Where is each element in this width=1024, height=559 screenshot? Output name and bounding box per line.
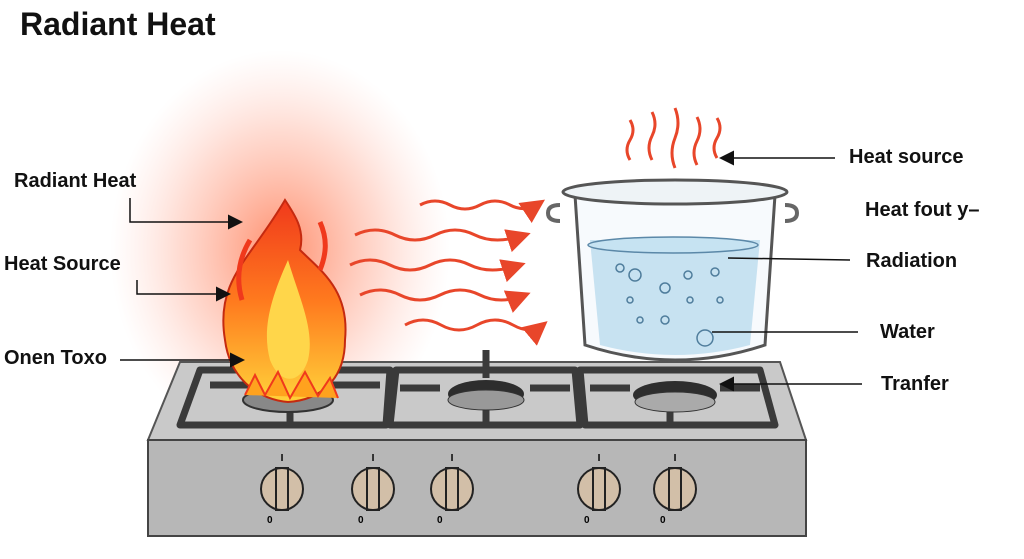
knob-on-mark: I <box>598 453 601 464</box>
label-heat-fout: Heat fout y– <box>865 199 980 221</box>
label-heat-source-left: Heat Source <box>4 253 121 275</box>
label-heat-source-right: Heat source <box>849 146 964 168</box>
knob-off-mark: 0 <box>437 515 443 526</box>
stove-knob[interactable]: I0 <box>351 453 395 526</box>
stove-knob[interactable]: I0 <box>577 453 621 526</box>
page-title: Radiant Heat <box>20 6 216 42</box>
stove-knob[interactable]: I0 <box>260 453 304 526</box>
knob-on-mark: I <box>451 453 454 464</box>
label-water: Water <box>880 321 935 343</box>
knob-off-mark: 0 <box>267 515 273 526</box>
pot <box>545 178 800 362</box>
label-onen-toxo: Onen Toxo <box>4 347 107 369</box>
knob-on-mark: I <box>281 453 284 464</box>
knob-on-mark: I <box>674 453 677 464</box>
label-radiant-heat: Radiant Heat <box>14 170 137 192</box>
stove-knob[interactable]: I0 <box>653 453 697 526</box>
knob-off-mark: 0 <box>584 515 590 526</box>
knob-off-mark: 0 <box>358 515 364 526</box>
radiation-waves <box>349 199 548 346</box>
label-tranfer: Tranfer <box>881 373 949 395</box>
knob-on-mark: I <box>372 453 375 464</box>
stove-knob[interactable]: I0 <box>430 453 474 526</box>
steam <box>625 107 722 169</box>
label-radiation: Radiation <box>866 250 958 272</box>
flame <box>222 198 347 404</box>
pointer-lines <box>120 150 862 392</box>
knob-off-mark: 0 <box>660 515 666 526</box>
